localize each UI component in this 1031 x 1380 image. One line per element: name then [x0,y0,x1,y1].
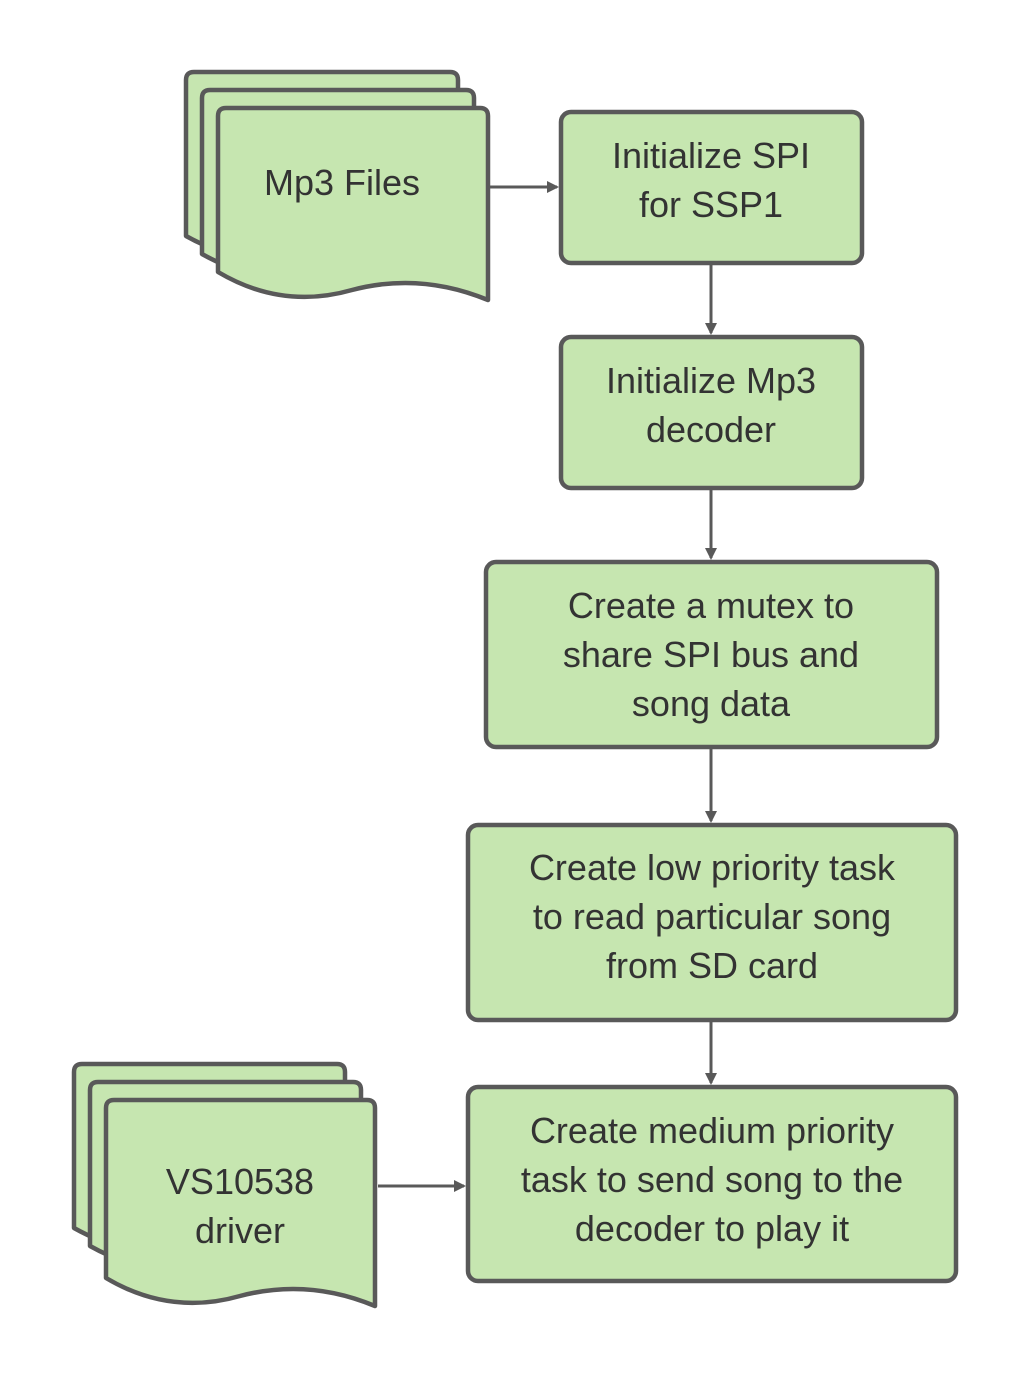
vs-driver-document: VS10538 driver [71,1061,378,1309]
step-low-priority-task-line1: Create low priority task [529,847,896,888]
mp3-files-document: Mp3 Files [183,69,491,303]
step-init-spi: Initialize SPI for SSP1 [558,109,865,266]
step-low-priority-task: Create low priority task to read particu… [465,822,959,1023]
step-create-mutex-line3: song data [632,683,791,724]
step-medium-priority-task-line3: decoder to play it [575,1208,849,1249]
step-low-priority-task-line2: to read particular song [533,896,891,937]
step-create-mutex-line1: Create a mutex to [568,585,854,626]
step-low-priority-task-line3: from SD card [606,945,818,986]
step-init-decoder-line1: Initialize Mp3 [606,360,816,401]
step-init-spi-line2: for SSP1 [639,184,783,225]
mp3-files-label: Mp3 Files [264,162,420,203]
step-create-mutex: Create a mutex to share SPI bus and song… [483,559,940,750]
step-init-decoder: Initialize Mp3 decoder [558,334,865,491]
step-create-mutex-line2: share SPI bus and [563,634,859,675]
step-medium-priority-task-line2: task to send song to the [521,1159,903,1200]
step-medium-priority-task: Create medium priority task to send song… [465,1084,959,1284]
vs-driver-label-line2: driver [195,1210,285,1251]
vs-driver-label-line1: VS10538 [166,1161,314,1202]
step-medium-priority-task-line1: Create medium priority [530,1110,894,1151]
step-init-decoder-line2: decoder [646,409,776,450]
step-init-spi-line1: Initialize SPI [612,135,810,176]
